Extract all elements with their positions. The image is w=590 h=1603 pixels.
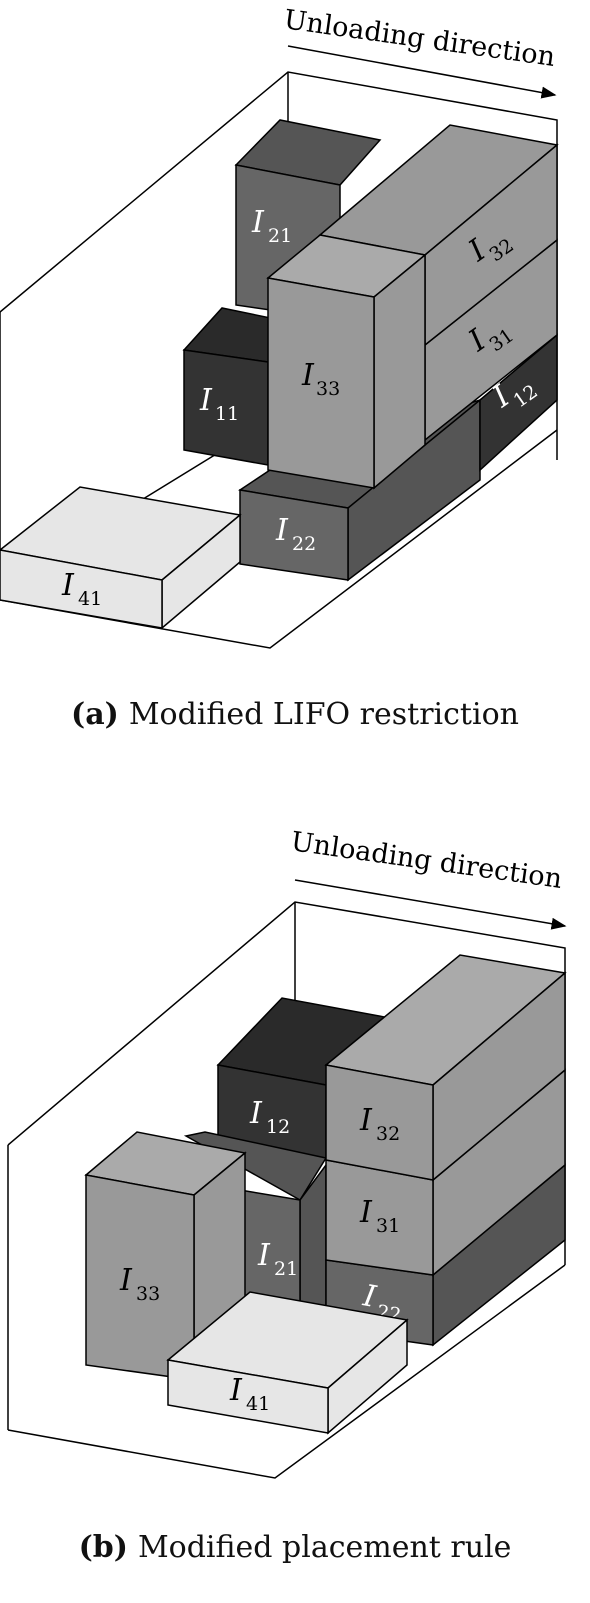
svg-text:21: 21 bbox=[268, 225, 292, 247]
box-i12-b: I 12 bbox=[216, 997, 392, 1161]
box-i12: I 12 bbox=[479, 333, 558, 472]
unloading-direction-label: Unloading direction bbox=[282, 4, 557, 73]
svg-text:I: I bbox=[275, 513, 289, 548]
svg-text:31: 31 bbox=[376, 1215, 400, 1237]
caption-b-text: Modified placement rule bbox=[137, 1530, 512, 1565]
box-i41: I 41 bbox=[0, 486, 242, 630]
svg-text:12: 12 bbox=[266, 1116, 290, 1138]
diagram-panel-a: Unloading direction I 21 I 11 I 22 I 12 bbox=[0, 0, 590, 700]
caption-a-tag: (a) bbox=[71, 697, 119, 732]
svg-text:I: I bbox=[229, 1373, 243, 1408]
svg-text:I: I bbox=[257, 1238, 271, 1273]
svg-text:I: I bbox=[119, 1263, 133, 1298]
svg-text:I: I bbox=[301, 358, 315, 393]
box-i31: I 31 bbox=[424, 238, 558, 442]
caption-b: (b) Modified placement rule bbox=[0, 1530, 590, 1565]
svg-text:I: I bbox=[251, 205, 265, 240]
svg-text:32: 32 bbox=[376, 1123, 400, 1145]
caption-b-tag: (b) bbox=[78, 1530, 128, 1565]
box-i11: I 11 bbox=[182, 307, 292, 466]
svg-text:33: 33 bbox=[316, 378, 340, 400]
svg-text:41: 41 bbox=[78, 588, 102, 610]
svg-text:I: I bbox=[199, 383, 213, 418]
box-i33: I 33 bbox=[266, 234, 427, 490]
svg-text:I: I bbox=[359, 1195, 373, 1230]
box-i32-b: I 32 bbox=[324, 954, 567, 1182]
svg-text:41: 41 bbox=[246, 1393, 270, 1415]
caption-a-text: Modified LIFO restriction bbox=[128, 697, 519, 732]
svg-text:22: 22 bbox=[292, 533, 316, 555]
unloading-direction-arrow bbox=[287, 45, 557, 99]
svg-text:21: 21 bbox=[274, 1258, 298, 1280]
box-i41-b: I 41 bbox=[166, 1291, 409, 1435]
unloading-direction-label-b: Unloading direction bbox=[289, 826, 564, 895]
svg-text:I: I bbox=[249, 1096, 263, 1131]
caption-a: (a) Modified LIFO restriction bbox=[0, 697, 590, 732]
svg-text:I: I bbox=[61, 568, 75, 603]
loading-diagram-a: Unloading direction I 21 I 11 I 22 I 12 bbox=[0, 4, 559, 649]
svg-text:33: 33 bbox=[136, 1283, 160, 1305]
svg-text:I: I bbox=[359, 1103, 373, 1138]
unloading-direction-arrow-b bbox=[294, 879, 567, 930]
box-i33-b: I 33 bbox=[84, 1131, 247, 1382]
svg-text:11: 11 bbox=[215, 403, 239, 425]
loading-diagram-b: Unloading direction I 12 I 21 I 22 I 31 bbox=[7, 826, 567, 1479]
diagram-panel-b: Unloading direction I 12 I 21 I 22 I 31 bbox=[0, 820, 590, 1520]
